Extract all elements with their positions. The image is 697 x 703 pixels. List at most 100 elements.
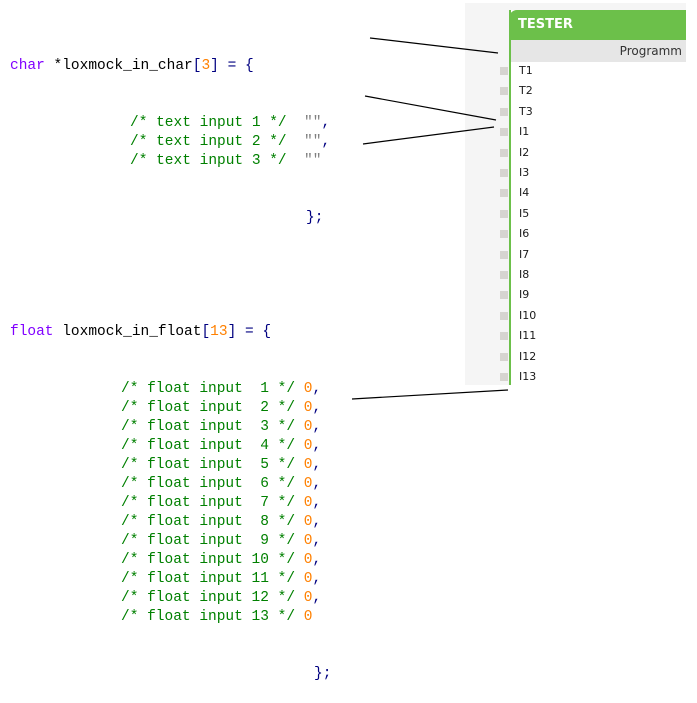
entry-separator: , <box>312 381 322 397</box>
port-i2[interactable]: I2 <box>500 144 680 164</box>
entry-comment: /* float input 11 */ <box>121 571 296 587</box>
identifier: *loxmock_in_char <box>53 58 193 74</box>
port-handle[interactable] <box>500 209 508 218</box>
entry-comment: /* float input 1 */ <box>121 381 296 397</box>
port-i3[interactable]: I3 <box>500 164 680 184</box>
port-i1[interactable]: I1 <box>500 123 680 143</box>
port-label: I5 <box>519 206 530 220</box>
connector-char-end[interactable] <box>364 95 497 121</box>
array-entry: /* text input 2 */ "", <box>10 133 331 152</box>
port-label: I6 <box>519 227 530 241</box>
array-entry: /* float input 8 */ 0, <box>10 513 331 532</box>
entry-separator: , <box>312 476 322 492</box>
entry-comment: /* float input 2 */ <box>121 400 296 416</box>
array-entry: /* float input 1 */ 0, <box>10 380 331 399</box>
port-i4[interactable]: I4 <box>500 184 680 204</box>
port-label: T2 <box>519 84 533 98</box>
entry-value: 0 <box>303 476 313 492</box>
entry-value: 0 <box>303 590 313 606</box>
array-entry: /* float input 9 */ 0, <box>10 532 331 551</box>
port-handle[interactable] <box>500 332 508 341</box>
entry-separator: , <box>312 514 322 530</box>
entry-comment: /* float input 5 */ <box>121 457 296 473</box>
port-handle[interactable] <box>500 291 508 300</box>
port-i12[interactable]: I12 <box>500 348 680 368</box>
entry-value: 0 <box>303 552 313 568</box>
port-i6[interactable]: I6 <box>500 225 680 245</box>
entry-separator: , <box>312 590 322 606</box>
array-entry: /* float input 2 */ 0, <box>10 399 331 418</box>
entry-separator: , <box>312 552 322 568</box>
entry-separator: , <box>312 438 322 454</box>
port-label: T1 <box>519 64 533 77</box>
entry-comment: /* float input 10 */ <box>121 552 296 568</box>
connector-float-start[interactable] <box>362 126 495 145</box>
port-i11[interactable]: I11 <box>500 327 680 347</box>
port-handle[interactable] <box>500 230 508 239</box>
port-label: I13 <box>519 370 537 383</box>
entry-comment: /* text input 2 */ <box>130 134 287 150</box>
entry-separator: , <box>321 134 331 150</box>
port-handle[interactable] <box>500 67 508 75</box>
port-handle[interactable] <box>500 250 508 259</box>
port-t2[interactable]: T2 <box>500 82 680 102</box>
port-label: I3 <box>519 166 530 179</box>
port-handle[interactable] <box>500 128 508 137</box>
entry-comment: /* float input 13 */ <box>121 609 296 625</box>
entry-value: 0 <box>303 457 313 473</box>
entry-comment: /* text input 3 */ <box>130 153 287 169</box>
port-handle[interactable] <box>500 148 508 157</box>
array-entry: /* float input 11 */ 0, <box>10 570 331 589</box>
entry-value: 0 <box>303 609 313 625</box>
port-i10[interactable]: I10 <box>500 307 680 327</box>
entry-comment: /* text input 1 */ <box>130 115 287 131</box>
port-handle[interactable] <box>500 87 508 96</box>
entry-separator: , <box>312 571 322 587</box>
entry-separator: , <box>312 457 322 473</box>
array-entry: /* float input 7 */ 0, <box>10 494 331 513</box>
entry-separator: , <box>312 495 322 511</box>
port-i13[interactable]: I13 <box>500 368 680 388</box>
port-label: I10 <box>519 308 537 322</box>
float-close-line: }; <box>10 665 331 684</box>
close-brace: }; <box>306 210 324 226</box>
array-entry: /* text input 3 */ "" <box>10 152 331 171</box>
entry-value: "" <box>304 115 322 131</box>
array-entry: /* float input 13 */ 0 <box>10 608 331 627</box>
port-i5[interactable]: I5 <box>500 205 680 225</box>
port-t3[interactable]: T3 <box>500 103 680 123</box>
port-i9[interactable]: I9 <box>500 286 680 306</box>
entry-value: 0 <box>303 571 313 587</box>
port-handle[interactable] <box>500 107 508 116</box>
block-title[interactable]: TESTER <box>509 10 686 40</box>
array-entry: /* float input 12 */ 0, <box>10 589 331 608</box>
entry-value: 0 <box>303 495 313 511</box>
char-decl-line: char *loxmock_in_char[3] = { <box>10 58 254 74</box>
char-close-line: }; <box>10 209 331 228</box>
port-handle[interactable] <box>500 352 508 361</box>
identifier: loxmock_in_float <box>62 324 202 340</box>
connector-lines <box>351 37 509 400</box>
entry-comment: /* float input 8 */ <box>121 514 296 530</box>
connector-char-start[interactable] <box>369 37 499 54</box>
port-handle[interactable] <box>500 271 508 279</box>
entry-comment: /* float input 7 */ <box>121 495 296 511</box>
port-i8[interactable]: I8 <box>500 266 680 286</box>
port-handle[interactable] <box>500 189 508 198</box>
port-handle[interactable] <box>500 373 508 381</box>
block-subtitle: Programm <box>511 40 686 62</box>
type-keyword: char <box>10 58 45 74</box>
open-brace: = { <box>227 58 254 74</box>
array-entry: /* float input 4 */ 0, <box>10 437 331 456</box>
port-t1[interactable]: T1 <box>500 62 680 82</box>
entry-value: 0 <box>303 400 313 416</box>
port-label: I9 <box>519 288 530 302</box>
port-label: T3 <box>519 104 533 118</box>
tester-block[interactable] <box>509 10 686 385</box>
connector-float-end[interactable] <box>351 389 509 400</box>
port-label: I12 <box>519 349 537 363</box>
port-handle[interactable] <box>500 311 508 320</box>
port-handle[interactable] <box>500 169 508 177</box>
port-i7[interactable]: I7 <box>500 246 680 266</box>
entry-separator: , <box>312 419 322 435</box>
